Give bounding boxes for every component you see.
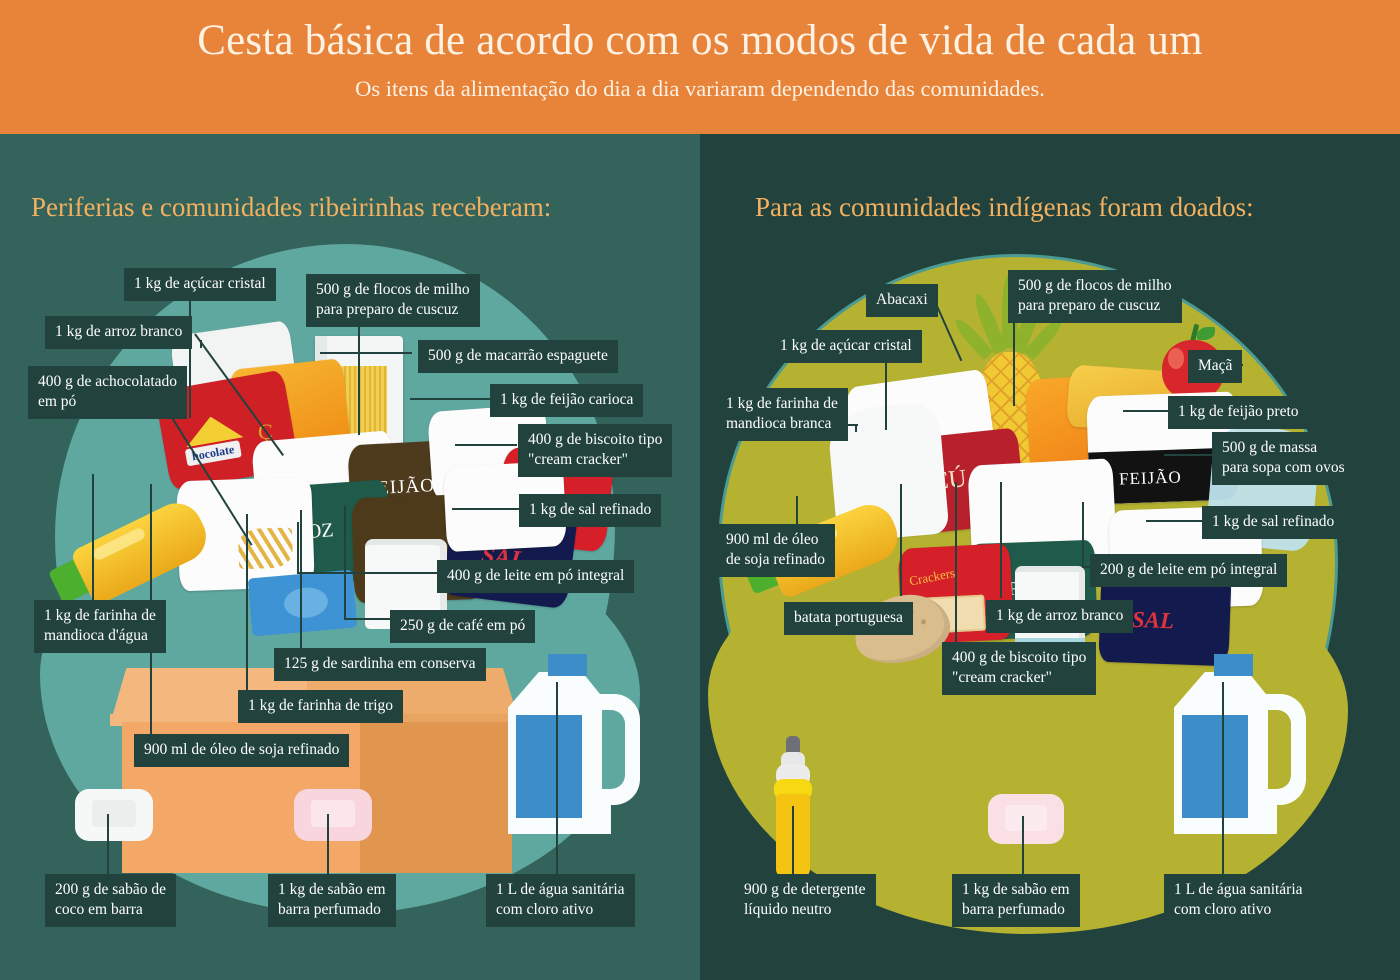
leader-acucar (885, 342, 887, 430)
box-side (360, 722, 512, 873)
label-macarrao[interactable]: 500 g de macarrão espaguete (418, 340, 618, 373)
soap-emboss (92, 800, 136, 828)
label-oleo-soja[interactable]: 900 ml de óleo de soja refinado (716, 524, 835, 577)
apple-leaf (1196, 326, 1216, 340)
leader-flocos (1013, 314, 1015, 406)
label-cream-cracker[interactable]: 400 g de biscoito tipo "cream cracker" (942, 642, 1097, 695)
leader-feijao (410, 398, 492, 400)
leader-sal (1146, 520, 1204, 522)
label-leite-po[interactable]: 400 g de leite em pó integral (437, 560, 635, 593)
label-cafe-po[interactable]: 250 g de café em pó (390, 610, 536, 643)
right-panel-heading: Para as comunidades indígenas foram doad… (755, 192, 1254, 222)
leader-mandioca (855, 424, 857, 432)
leader-leite-v (297, 522, 299, 574)
label-sal-refinado[interactable]: 1 kg de sal refinado (519, 494, 662, 527)
bleach-cap (547, 654, 588, 676)
label-farinha-mandioca[interactable]: 1 kg de farinha de mandioca d'água (34, 600, 166, 653)
bleach-handle-hole (1267, 709, 1292, 789)
leader-trigo (246, 514, 248, 704)
leader-arroz (1000, 482, 1002, 598)
leader-massa (1164, 454, 1216, 456)
page-title: Cesta básica de acordo com os modos de v… (197, 17, 1203, 64)
label-arroz-branco[interactable]: 1 kg de arroz branco (45, 316, 193, 349)
leader-feijao-preto (1123, 410, 1171, 412)
label-oleo-soja[interactable]: 900 ml de óleo de soja refinado (134, 734, 350, 767)
leader-sabao-perf (327, 814, 329, 882)
label-sabao-coco[interactable]: 200 g de sabão de coco em barra (45, 874, 177, 927)
label-sabao-perfumado[interactable]: 1 kg de sabão em barra perfumado (268, 874, 396, 927)
label-acucar-cristal[interactable]: 1 kg de açúcar cristal (124, 268, 276, 301)
page-subtitle: Os itens da alimentação do dia a dia var… (355, 76, 1045, 101)
header-banner: Cesta básica de acordo com os modos de v… (0, 0, 1400, 134)
panel-periferias: Periferias e comunidades ribeirinhas rec… (0, 134, 700, 980)
leader-sardinha (300, 510, 302, 648)
potato-eye (920, 618, 927, 625)
label-farinha-mandioca[interactable]: 1 kg de farinha de mandioca branca (716, 388, 848, 441)
label-abacaxi[interactable]: Abacaxi (866, 284, 938, 317)
panel-indigenas: Para as comunidades indígenas foram doad… (700, 134, 1400, 980)
label-detergente[interactable]: 900 g de detergente líquido neutro (734, 874, 876, 927)
leader-leite-h (297, 572, 437, 574)
leader-cafe-h (344, 618, 390, 620)
label-maca[interactable]: Maçã (1188, 350, 1243, 383)
label-flocos-milho[interactable]: 500 g de flocos de milho para preparo de… (306, 274, 480, 327)
label-batata[interactable]: batata portuguesa (784, 602, 913, 635)
bleach-bottle (1174, 654, 1306, 834)
soap-emboss (311, 800, 355, 828)
feijao-preto-art-text: FEIJÃO (1118, 467, 1183, 489)
bleach-label (515, 715, 582, 818)
bleach-label (1181, 715, 1248, 818)
perfumed-soap-bar (988, 794, 1064, 844)
apple-shine (1168, 348, 1185, 369)
leader-batata (900, 484, 902, 596)
leader-agua-san (1222, 682, 1224, 880)
label-leite-po[interactable]: 200 g de leite em pó integral (1090, 554, 1288, 587)
coconut-soap-bar (75, 789, 153, 841)
leader-oleo (796, 496, 798, 530)
bleach-bottle (508, 654, 640, 834)
label-agua-sanitaria[interactable]: 1 L de água sanitária com cloro ativo (1164, 874, 1313, 927)
bleach-handle-hole (601, 709, 626, 789)
leader-sal (452, 508, 520, 510)
leader-cracker (455, 444, 517, 446)
leader-cafe-v (344, 506, 346, 620)
label-farinha-trigo[interactable]: 1 kg de farinha de trigo (238, 690, 404, 723)
leader-sabao-coco (107, 814, 109, 882)
label-feijao-carioca[interactable]: 1 kg de feijão carioca (490, 384, 644, 417)
label-acucar-cristal[interactable]: 1 kg de açúcar cristal (770, 330, 922, 363)
perfumed-soap-bar (294, 789, 372, 841)
label-massa-sopa[interactable]: 500 g de massa para sopa com ovos (1212, 432, 1355, 485)
leader-sabao-perf (1022, 816, 1024, 880)
label-agua-sanitaria[interactable]: 1 L de água sanitária com cloro ativo (486, 874, 635, 927)
leader-mandioca (92, 474, 94, 604)
leader-flocos (358, 310, 360, 435)
detergent-nozzle (785, 736, 801, 755)
label-sal-refinado[interactable]: 1 kg de sal refinado (1202, 506, 1345, 539)
label-sabao-perfumado[interactable]: 1 kg de sabão em barra perfumado (952, 874, 1080, 927)
leader-macarrao (320, 352, 412, 354)
leader-agua-san (556, 682, 558, 882)
sal-art-text: SAL (1131, 606, 1175, 634)
label-arroz-branco[interactable]: 1 kg de arroz branco (986, 600, 1134, 633)
label-sardinha[interactable]: 125 g de sardinha em conserva (274, 648, 486, 681)
label-achocolatado[interactable]: 400 g de achocolatado em pó (28, 366, 188, 419)
label-cream-cracker[interactable]: 400 g de biscoito tipo "cream cracker" (518, 424, 673, 477)
soap-emboss (1004, 805, 1048, 831)
sardine-tin (247, 569, 358, 637)
leader-detergente (792, 806, 794, 880)
leader-leite-v (1082, 502, 1084, 568)
label-feijao-preto[interactable]: 1 kg de feijão preto (1168, 396, 1309, 429)
left-panel-heading: Periferias e comunidades ribeirinhas rec… (31, 192, 552, 222)
leader-cracker (955, 482, 957, 646)
bleach-cap (1213, 654, 1254, 676)
leader-acucar (189, 298, 191, 418)
label-flocos-milho[interactable]: 500 g de flocos de milho para preparo de… (1008, 270, 1182, 323)
